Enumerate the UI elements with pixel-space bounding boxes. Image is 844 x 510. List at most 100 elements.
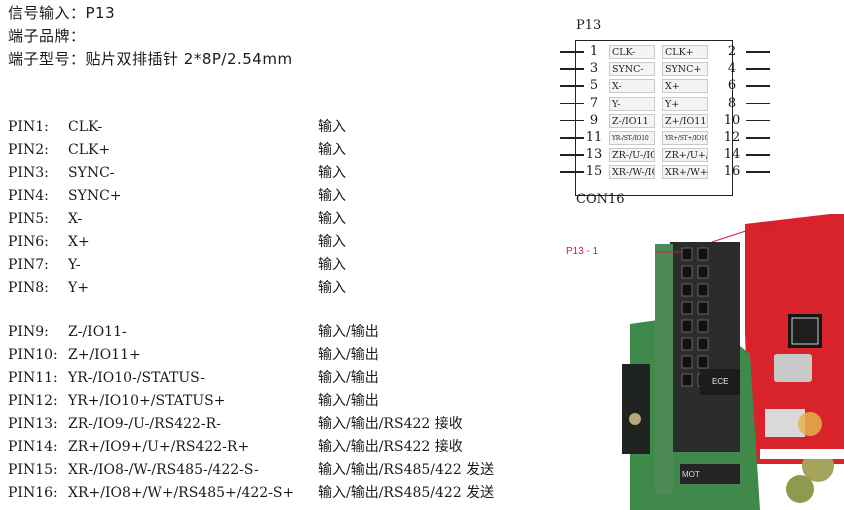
pin-row: PIN5:X-输入 [8,208,548,230]
connector-pin-number-left: 5 [589,78,599,94]
signal-input-line: 信号输入：P13 [8,4,116,22]
connector-pin-number-left: 9 [589,112,599,128]
terminal-model-line: 端子型号：贴片双排插针 2*8P/2.54mm [8,50,293,68]
pin-signal: ZR-/IO9-/U-/RS422-R- [68,416,221,432]
connector-pin-number-right: 8 [727,95,737,111]
pin-direction: 输入/输出/RS485/422 发送 [318,462,495,478]
board-photo: MOT ECE P13 - 1 P13 - 2 [560,214,844,510]
pin-lead-left [560,68,584,70]
pin-signal: YR-/IO10-/STATUS- [68,370,205,386]
header-pin [697,247,709,261]
connector-signal-right: Y+ [662,96,708,111]
pin-row: PIN1:CLK-输入 [8,116,548,138]
connector-body [575,40,733,196]
pin-signal: Y+ [68,280,89,296]
pin-signal: ZR+/IO9+/U+/RS422-R+ [68,439,250,455]
connector-signal-right: XR+/W+/IO8 [662,165,708,180]
pin-row: PIN9:Z-/IO11-输入/输出 [8,321,548,343]
connector-signal-left: Z-/IO11 [609,113,655,128]
connector-pin-number-right: 6 [727,78,737,94]
pin-direction: 输入/输出/RS422 接收 [318,439,463,455]
pin-row: PIN11:YR-/IO10-/STATUS-输入/输出 [8,367,548,389]
board-text-mot: MOT [682,470,700,479]
connector-pin-number-left: 13 [585,147,603,163]
header-pin [681,265,693,279]
pin-row: PIN12:YR+/IO10+/STATUS+输入/输出 [8,390,548,412]
header-pin [681,337,693,351]
pin-direction: 输入 [318,280,346,296]
pin-direction: 输入 [318,234,346,250]
pin-row: PIN14:ZR+/IO9+/U+/RS422-R+输入/输出/RS422 接收 [8,436,548,458]
header-pin [681,373,693,387]
pin-signal: XR-/IO8-/W-/RS485-/422-S- [68,462,259,478]
pin-lead-right [746,137,770,139]
pin-direction: 输入/输出 [318,324,379,340]
pin-lead-left [560,51,584,53]
pin-lead-right [746,102,770,105]
pin-signal: Z+/IO11+ [68,347,141,363]
pin-number: PIN7: [8,257,49,273]
connector-signal-right: YR+/ST+/IO10 [662,131,708,145]
pin-direction: 输入/输出 [318,393,379,409]
pin-signal: X- [68,211,83,227]
pin-lead-left [560,171,584,173]
connector-signal-right: X+ [662,79,708,94]
pin-number: PIN16: [8,485,58,501]
label-p13-2: P13 - 2 [760,221,793,232]
board-text-ece: ECE [712,377,728,386]
pin-lead-left [560,119,584,122]
connector-pin-number-left: 3 [589,61,599,77]
pin-number: PIN11: [8,370,58,386]
pin-number: PIN3: [8,165,49,181]
pin-row: PIN8:Y+输入 [8,277,548,299]
pin-row: PIN6:X+输入 [8,231,548,253]
pin-row: PIN2:CLK+输入 [8,139,548,161]
connector-signal-right: Z+/IO11 [662,113,708,128]
header-pin [697,355,709,369]
pin-lead-right [746,68,770,70]
pin-number: PIN13: [8,416,58,432]
label-p13-1: P13 - 1 [566,246,599,257]
connector-signal-right: CLK+ [662,45,708,59]
connector-pin-number-right: 2 [727,44,737,59]
pin-number: PIN1: [8,119,49,135]
connector-signal-right: ZR+/U+/IO9 [662,148,708,163]
header-pin [681,247,693,261]
arrow-pin2 [711,227,756,243]
connector-signal-left: YR-/ST-/IO10 [609,131,655,145]
connector-pin-number-right: 4 [727,61,737,77]
connector-pin-number-left: 15 [585,164,603,180]
pin-direction: 输入 [318,211,346,227]
connector-signal-right: SYNC+ [662,62,708,77]
pin-row: PIN4:SYNC+输入 [8,185,548,207]
header-pin [681,301,693,315]
pin-direction: 输入 [318,188,346,204]
connector-signal-left: SYNC- [609,62,655,77]
pin-lead-left [560,154,584,156]
pin-signal: CLK- [68,119,103,135]
pin-direction: 输入/输出/RS422 接收 [318,416,463,432]
pin-direction: 输入 [318,142,346,158]
pin-signal: Y- [68,257,81,273]
pin-row: PIN7:Y-输入 [8,254,548,276]
pin-number: PIN4: [8,188,49,204]
connector-signal-left: CLK- [609,45,655,59]
pin-lead-right [746,171,770,173]
connector-name: CON16 [576,192,625,207]
pin-lead-right [746,85,770,87]
connector-pin-number-right: 16 [723,164,741,180]
connector-pin-number-right: 14 [723,147,741,163]
pin-lead-left [560,137,584,139]
header-pin [697,283,709,297]
header-pin [681,283,693,297]
connector-signal-left: Y- [609,96,655,111]
connector-title: P13 [576,18,602,33]
header-pin [697,265,709,279]
pin-number: PIN6: [8,234,49,250]
pin-number: PIN2: [8,142,49,158]
connector-pin-number-right: 10 [723,112,741,128]
pin-signal: XR+/IO8+/W+/RS485+/422-S+ [68,485,295,501]
header-pin [681,355,693,369]
pin-row: PIN13: ZR-/IO9-/U-/RS422-R- 输入/输出/RS422 接收 [8,413,548,435]
